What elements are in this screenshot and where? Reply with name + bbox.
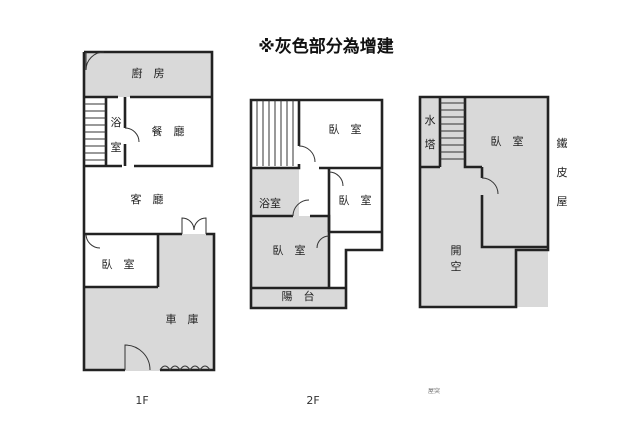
roof-bedroom-door (481, 177, 499, 195)
open-space-label-bottom: 空 (451, 259, 462, 273)
water-tower-label-bottom: 塔 (425, 138, 436, 151)
floor-2-caption: 2F (306, 394, 319, 407)
floor-2-outer-walls (249, 98, 384, 310)
floor-2-stairs (256, 100, 294, 166)
roof-bedroom-fill (465, 97, 548, 247)
floor-1-entry-door (181, 217, 207, 234)
floor-2-bedroom-c-door (316, 235, 330, 249)
water-tower-label-top: 水 (425, 114, 436, 127)
floor-2: 臥 室 浴室 臥 室 臥 室 陽 台 2F (249, 98, 384, 407)
roof-bedroom-walls (420, 97, 548, 249)
bedroom-addition (251, 216, 329, 288)
bath-label-top: 浴 (111, 116, 122, 129)
iron-house-label-1: 鐵 (557, 136, 568, 150)
floor-1-garage-shutter (159, 365, 211, 371)
garage-label: 車 庫 (166, 312, 199, 326)
floor-1-stairs (84, 103, 106, 161)
bedroom-c-label: 臥 室 (273, 243, 306, 257)
living-label: 客 廳 (131, 192, 164, 206)
kitchen-addition (84, 52, 212, 97)
floor-1: 廚 房 浴 室 餐 廳 客 廳 臥 室 車 庫 1F (82, 50, 216, 407)
iron-house-label-3: 屋 (557, 195, 568, 208)
kitchen-label: 廚 房 (132, 66, 165, 80)
floor-2-bedroom-b-door (328, 171, 344, 187)
floor-2-bath-door (292, 199, 310, 217)
floor-1-dining-door (124, 127, 140, 143)
roof-bedroom-label: 臥 室 (491, 134, 524, 148)
floor-1-kitchen-door (85, 51, 105, 71)
balcony-addition (251, 288, 347, 308)
bedroom-b-label: 臥 室 (339, 193, 372, 207)
roof-caption: 屋突 (428, 387, 440, 395)
dining-label: 餐 廳 (152, 124, 185, 138)
floor-1-garage-side-door (124, 344, 151, 371)
floor-2-bedroom-a-door (298, 145, 316, 163)
floor-1-walls (82, 50, 216, 372)
floor-1-bedroom-door (85, 233, 101, 249)
bath-2f-label: 浴室 (259, 196, 281, 210)
bedroom-a-label: 臥 室 (329, 122, 362, 136)
floor-1-bath-walls (84, 97, 122, 168)
floor-2-stair-walls (251, 100, 301, 170)
iron-house-label-2: 皮 (557, 166, 568, 179)
open-space-label-top: 開 (451, 244, 462, 257)
roof-outer-walls (418, 95, 550, 309)
floor-1-caption: 1F (135, 394, 148, 407)
upper-corridor-addition (251, 168, 299, 216)
garage-addition-lower (84, 287, 214, 371)
plan-title: ※灰色部分為增建 (258, 36, 394, 57)
garage-addition-upper (158, 234, 214, 289)
floor-roof: 水 塔 臥 室 鐵 皮 屋 開 空 屋突 (418, 95, 568, 395)
bedroom-label: 臥 室 (102, 257, 135, 271)
floor-2-bedroom-walls (319, 166, 382, 232)
balcony-label: 陽 台 (282, 289, 315, 303)
bath-label-bottom: 室 (111, 140, 122, 154)
roof-stairs (440, 102, 465, 160)
